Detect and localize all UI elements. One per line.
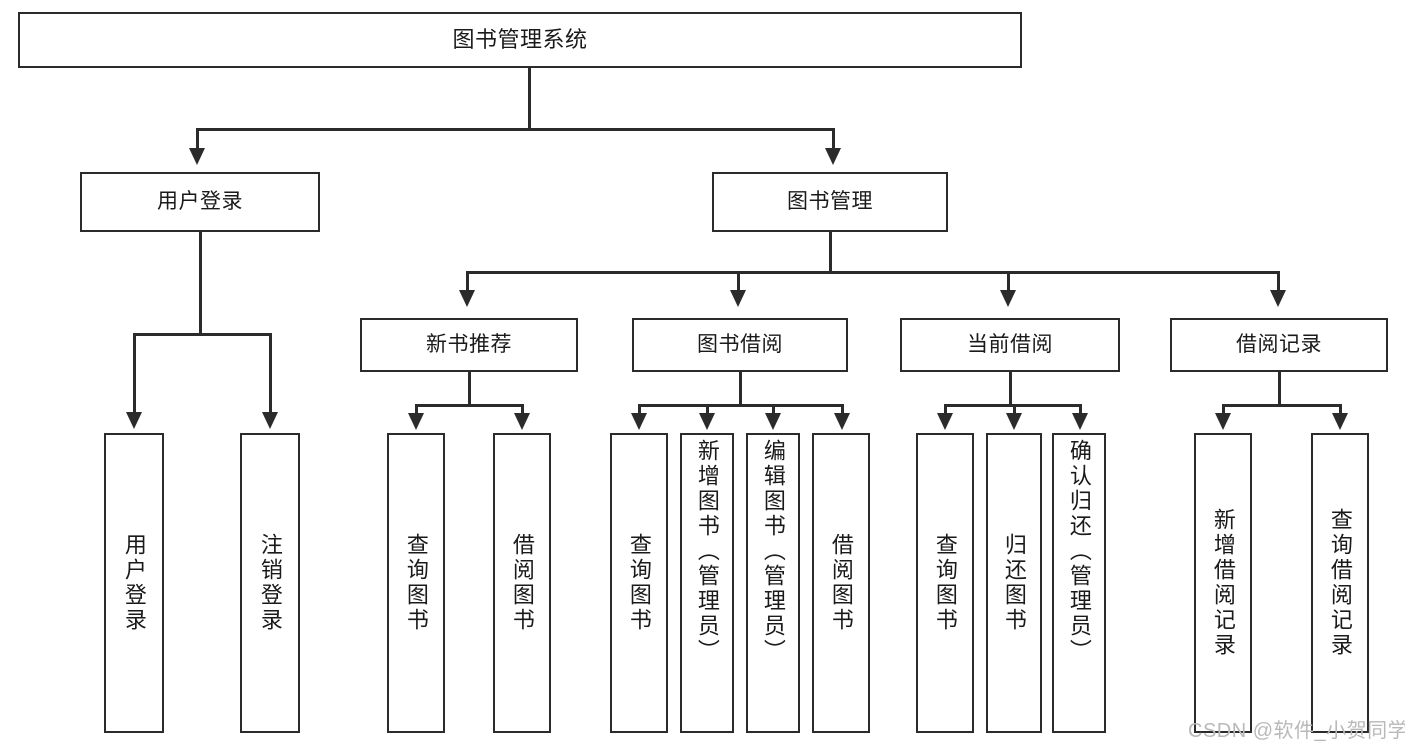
arrow-recommend-to-l2 (514, 413, 530, 430)
node-label: 用户登录 (157, 189, 243, 213)
node-label: 查询图书 (932, 533, 958, 633)
leaf-borrow-add-book-admin[interactable]: 新增图书（管理员） (680, 433, 734, 733)
node-label: 借阅图书 (509, 533, 535, 633)
connector-login-to-leaf2 (269, 333, 272, 413)
connector-current-to-l1 (944, 404, 947, 415)
connector-root-to-login (196, 128, 199, 150)
leaf-current-return-book[interactable]: 归还图书 (986, 433, 1042, 733)
node-label: 查询图书 (626, 533, 652, 633)
arrow-borrow-to-l3 (765, 413, 781, 430)
node-label: 查询借阅记录 (1327, 508, 1353, 658)
node-book-borrow[interactable]: 图书借阅 (632, 318, 848, 372)
arrow-record-to-l2 (1332, 413, 1348, 430)
watermark-text: CSDN @软件_小贺同学 (1188, 720, 1405, 742)
node-label: 图书管理系统 (452, 27, 588, 53)
arrow-login-to-leaf1 (126, 412, 142, 429)
leaf-record-query-record[interactable]: 查询借阅记录 (1311, 433, 1369, 733)
node-label: 图书借阅 (697, 332, 783, 356)
node-label: 图书管理 (787, 189, 873, 213)
connector-record-stem (1278, 372, 1281, 406)
connector-record-to-l2 (1339, 404, 1342, 415)
arrow-borrow-to-l4 (834, 413, 850, 430)
node-label: 确认归还（管理员） (1066, 439, 1092, 664)
arrow-recommend-to-l1 (408, 413, 424, 430)
arrow-bookmgmt-to-c4 (1270, 290, 1286, 307)
arrow-bookmgmt-to-c1 (459, 290, 475, 307)
leaf-logout[interactable]: 注销登录 (240, 433, 300, 733)
node-label: 用户登录 (121, 533, 147, 633)
leaf-borrow-borrow-book[interactable]: 借阅图书 (812, 433, 870, 733)
connector-borrow-to-l4 (841, 404, 844, 415)
connector-root-stem (528, 68, 531, 130)
connector-bookmgmt-to-c3 (1007, 271, 1010, 292)
node-book-management[interactable]: 图书管理 (712, 172, 948, 232)
arrow-root-to-bookmgmt (825, 148, 841, 165)
node-user-login[interactable]: 用户登录 (80, 172, 320, 232)
connector-current-to-l2 (1013, 404, 1016, 415)
connector-recommend-bar (415, 404, 523, 407)
node-label: 查询图书 (403, 533, 429, 633)
arrow-current-to-l1 (937, 413, 953, 430)
node-label: 新增图书（管理员） (694, 439, 720, 664)
connector-root-to-bookmgmt (832, 128, 835, 150)
node-label: 归还图书 (1001, 533, 1027, 633)
node-label: 当前借阅 (967, 332, 1053, 356)
connector-recommend-stem (468, 372, 471, 406)
connector-borrow-to-l1 (638, 404, 641, 415)
arrow-bookmgmt-to-c3 (1000, 290, 1016, 307)
connector-borrow-to-l3 (772, 404, 775, 415)
node-current-borrow[interactable]: 当前借阅 (900, 318, 1120, 372)
arrow-login-to-leaf2 (262, 412, 278, 429)
connector-root-bar (196, 128, 834, 131)
connector-recommend-to-l1 (415, 404, 418, 415)
leaf-record-add-record[interactable]: 新增借阅记录 (1194, 433, 1252, 733)
leaf-recommend-borrow-book[interactable]: 借阅图书 (493, 433, 551, 733)
connector-borrow-stem (739, 372, 742, 406)
connector-bookmgmt-to-c4 (1277, 271, 1280, 292)
node-borrow-record[interactable]: 借阅记录 (1170, 318, 1388, 372)
node-new-book-recommend[interactable]: 新书推荐 (360, 318, 578, 372)
connector-login-stem (199, 232, 202, 335)
arrow-bookmgmt-to-c2 (730, 290, 746, 307)
node-label: 编辑图书（管理员） (760, 439, 786, 664)
connector-current-stem (1009, 372, 1012, 406)
leaf-user-login[interactable]: 用户登录 (104, 433, 164, 733)
connector-current-to-l3 (1079, 404, 1082, 415)
leaf-recommend-query-book[interactable]: 查询图书 (387, 433, 445, 733)
node-label: 新书推荐 (426, 332, 512, 356)
connector-current-bar (944, 404, 1079, 407)
arrow-current-to-l2 (1006, 413, 1022, 430)
leaf-current-confirm-return-admin[interactable]: 确认归还（管理员） (1052, 433, 1106, 733)
arrow-borrow-to-l2 (699, 413, 715, 430)
connector-login-bar (133, 333, 269, 336)
arrow-record-to-l1 (1215, 413, 1231, 430)
connector-borrow-to-l2 (706, 404, 709, 415)
arrow-borrow-to-l1 (631, 413, 647, 430)
arrow-root-to-login (189, 148, 205, 165)
connector-bookmgmt-bar (466, 271, 1280, 274)
leaf-current-query-book[interactable]: 查询图书 (916, 433, 974, 733)
connector-recommend-to-l2 (521, 404, 524, 415)
arrow-current-to-l3 (1072, 413, 1088, 430)
leaf-borrow-query-book[interactable]: 查询图书 (610, 433, 668, 733)
node-label: 注销登录 (257, 533, 283, 633)
node-label: 新增借阅记录 (1210, 508, 1236, 658)
node-label: 借阅记录 (1236, 332, 1322, 356)
connector-borrow-bar (638, 404, 841, 407)
connector-record-to-l1 (1222, 404, 1225, 415)
connector-bookmgmt-stem (829, 232, 832, 273)
leaf-borrow-edit-book-admin[interactable]: 编辑图书（管理员） (746, 433, 800, 733)
connector-login-to-leaf1 (133, 333, 136, 413)
connector-bookmgmt-to-c2 (737, 271, 740, 292)
node-root-system[interactable]: 图书管理系统 (18, 12, 1022, 68)
connector-bookmgmt-to-c1 (466, 271, 469, 292)
connector-record-bar (1222, 404, 1341, 407)
node-label: 借阅图书 (828, 533, 854, 633)
